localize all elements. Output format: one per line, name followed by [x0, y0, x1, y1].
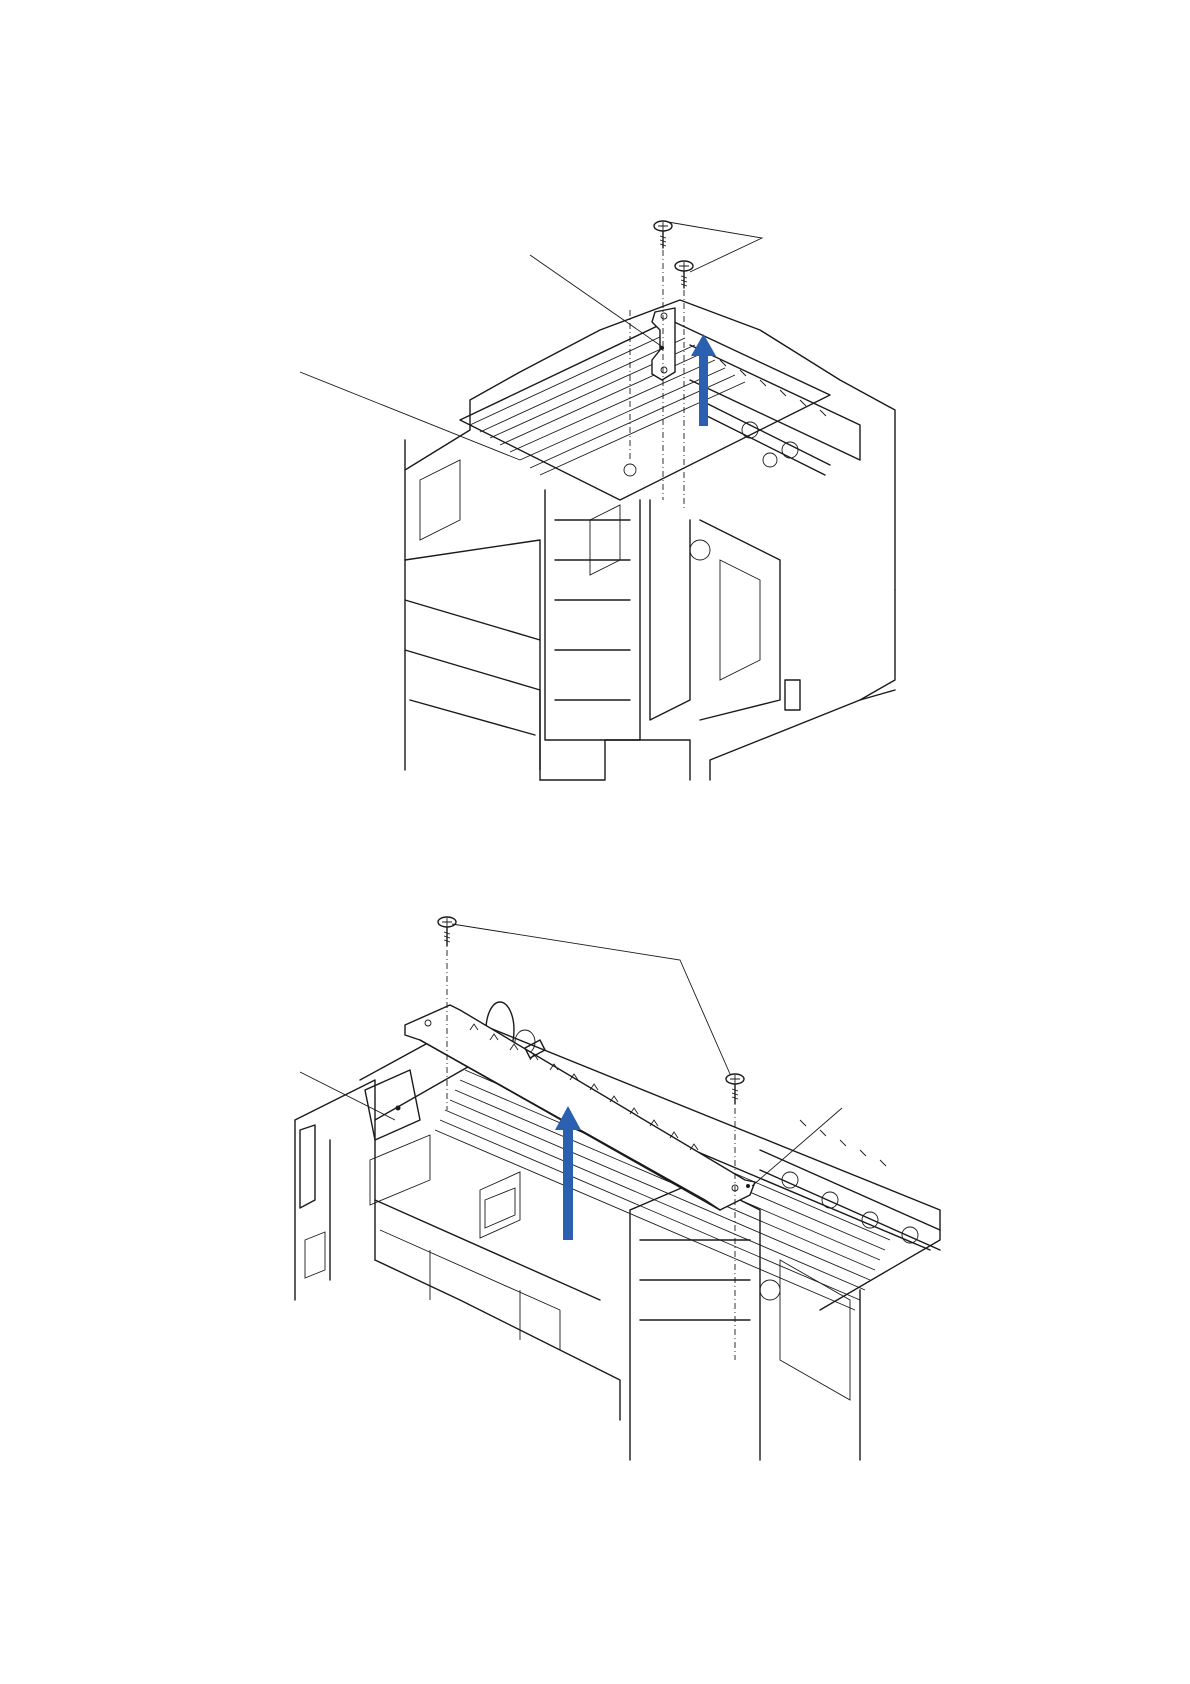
- screw-2-bottom: [726, 1074, 744, 1104]
- plate-part-bottom: [405, 1005, 755, 1210]
- bottom-figure-drawing: [0, 880, 1190, 1480]
- machine-body-top: [405, 300, 895, 780]
- machine-body-bottom: [295, 1002, 940, 1460]
- frame-leader-top: [300, 372, 520, 460]
- frame-leader-bottom: [300, 1072, 395, 1120]
- bracket-part-top: [652, 308, 675, 380]
- top-disassembly-figure: [0, 0, 1190, 800]
- screw-1-bottom: [438, 917, 456, 946]
- top-figure-drawing: [0, 0, 1190, 800]
- bracket-leader-top: [530, 255, 664, 348]
- screw-1-top: [654, 221, 672, 248]
- lift-arrow-bottom: [555, 1106, 581, 1240]
- plate-leader-bottom: [752, 1108, 842, 1186]
- bottom-disassembly-figure: [0, 880, 1190, 1480]
- screw-2-top: [675, 261, 693, 288]
